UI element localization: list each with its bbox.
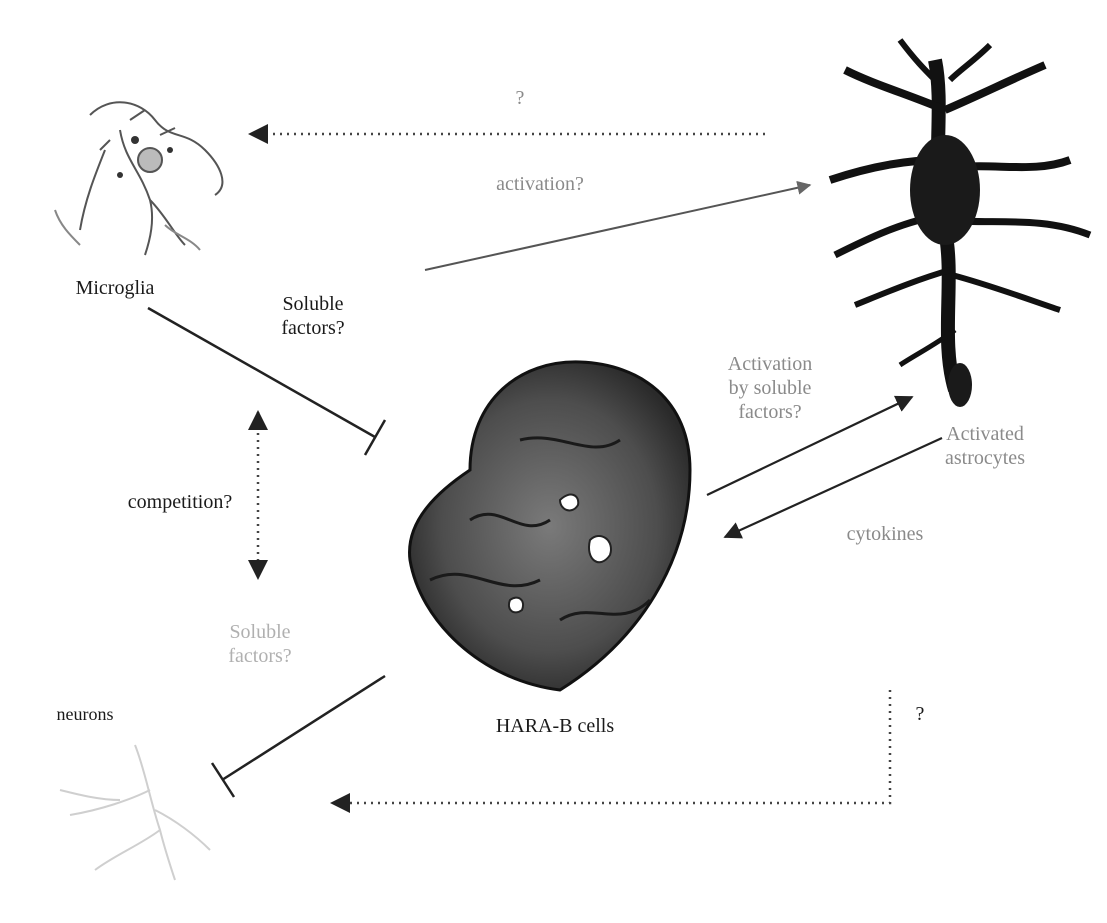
edge-hara-inhibit: [212, 676, 385, 797]
edge-soluble-neurons-label: Soluble factors?: [195, 620, 325, 668]
edge-right-dotted-label: ?: [905, 702, 935, 726]
edge-activation-soluble-label: Activation by soluble factors?: [695, 352, 845, 424]
microglia-image: [55, 102, 222, 255]
edge-competition-label: competition?: [100, 490, 260, 514]
edge-cytokines-label: cytokines: [815, 522, 955, 546]
hara-b-label: HARA-B cells: [455, 714, 655, 738]
edge-activation: [425, 185, 810, 270]
edge-right-dotted: [332, 690, 890, 803]
neurons-label: neurons: [30, 702, 140, 726]
microglia-label: Microglia: [40, 276, 190, 300]
hara-b-cell-image: [410, 362, 690, 690]
neurons-image: [60, 745, 210, 880]
edge-top-dotted-label: ?: [500, 86, 540, 110]
astrocyte-image: [830, 40, 1090, 407]
astrocytes-label: Activated astrocytes: [910, 422, 1060, 470]
edge-activation-label: activation?: [460, 172, 620, 196]
edge-soluble-microglia-label: Soluble factors?: [248, 292, 378, 340]
